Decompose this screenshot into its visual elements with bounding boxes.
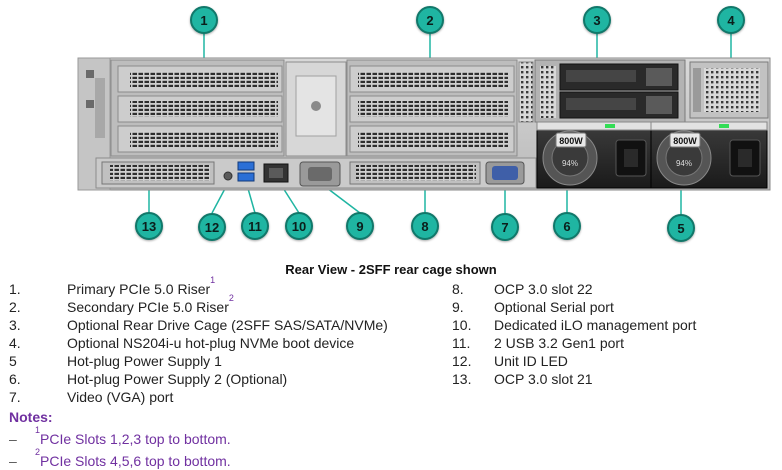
legend-item-label: 2 USB 3.2 Gen1 port (494, 335, 624, 351)
legend-item-number: 3. (9, 317, 21, 333)
legend-item: 4. Optional NS204i-u hot-plug NVMe boot d… (9, 334, 388, 352)
legend-item-label: Primary PCIe 5.0 Riser (67, 281, 211, 297)
callout-12: 12 (198, 213, 226, 241)
notes-title: Notes: (9, 409, 53, 425)
callout-5: 5 (667, 214, 695, 242)
callout-3: 3 (583, 6, 611, 34)
psu-2-efficiency: 94% (562, 159, 578, 168)
legend-item: 3. Optional Rear Drive Cage (2SFF SAS/SAT… (9, 316, 388, 334)
callout-1: 1 (190, 6, 218, 34)
legend-item-number: 6. (9, 371, 21, 387)
legend-item-label: Dedicated iLO management port (494, 317, 697, 333)
footnote-marker: 1 (210, 275, 216, 285)
legend-item: 7. Video (VGA) port (9, 388, 388, 406)
legend-item: 5 Hot-plug Power Supply 1 (9, 352, 388, 370)
legend-item: 11. 2 USB 3.2 Gen1 port (452, 334, 696, 352)
note-text: PCIe Slots 4,5,6 top to bottom. (40, 453, 231, 469)
secondary-riser (346, 59, 518, 157)
usb-port (237, 172, 255, 182)
legend-item-number: 9. (452, 299, 464, 315)
callout-13: 13 (135, 212, 163, 240)
note-text: PCIe Slots 1,2,3 top to bottom. (40, 431, 231, 447)
callout-10: 10 (285, 212, 313, 240)
callout-2: 2 (416, 6, 444, 34)
legend-item-number: 4. (9, 335, 21, 351)
boot-device (689, 61, 769, 119)
legend-item-label: Hot-plug Power Supply 1 (67, 353, 222, 369)
legend-item-label: Hot-plug Power Supply 2 (Optional) (67, 371, 288, 387)
power-supply-1 (650, 121, 768, 189)
figure-caption: Rear View - 2SFF rear cage shown (285, 262, 497, 277)
server-rear-view-diagram: 800W 94% 800W 94% 1 2 3 4 5 6 7 8 9 10 (77, 6, 771, 242)
primary-riser (110, 59, 285, 157)
legend-item: 9. Optional Serial port (452, 298, 696, 316)
callout-7: 7 (491, 213, 519, 241)
power-supply-2 (536, 121, 654, 189)
legend-item-number: 5 (9, 353, 17, 369)
rear-drive-cage (534, 59, 686, 123)
legend-item-label: OCP 3.0 slot 21 (494, 371, 593, 387)
legend-item-label: Secondary PCIe 5.0 Riser (67, 299, 229, 315)
legend-item-number: 8. (452, 281, 464, 297)
usb-port (237, 161, 255, 171)
legend-item: 6. Hot-plug Power Supply 2 (Optional) (9, 370, 388, 388)
legend-item-label: Unit ID LED (494, 353, 568, 369)
note-footnote-marker: 1 (35, 425, 41, 435)
callout-9: 9 (346, 212, 374, 240)
psu-2-wattage: 800W (559, 136, 583, 146)
legend-item-number: 7. (9, 389, 21, 405)
legend-item-number: 13. (452, 371, 472, 387)
uid-led (223, 171, 233, 181)
footnote-marker: 2 (228, 293, 234, 303)
note-dash: – (9, 453, 17, 469)
legend-item-label: Optional Rear Drive Cage (2SFF SAS/SATA/… (67, 317, 388, 333)
note-dash: – (9, 431, 17, 447)
legend-item: 10. Dedicated iLO management port (452, 316, 696, 334)
legend-item-label: Optional Serial port (494, 299, 614, 315)
legend-item-label: Video (VGA) port (67, 389, 174, 405)
legend-item: 13. OCP 3.0 slot 21 (452, 370, 696, 388)
note-footnote-marker: 2 (35, 447, 41, 457)
chassis-illustration: 800W 94% 800W 94% (77, 30, 771, 215)
legend-item-number: 11. (452, 335, 471, 351)
legend-item-number: 12. (452, 353, 472, 369)
callout-6: 6 (553, 212, 581, 240)
callout-8: 8 (411, 212, 439, 240)
legend-item-label: OCP 3.0 slot 22 (494, 281, 593, 297)
psu-1-wattage: 800W (673, 136, 697, 146)
psu-1-efficiency: 94% (676, 159, 692, 168)
callout-11: 11 (241, 212, 269, 240)
legend-item-number: 2. (9, 299, 21, 315)
legend-item: 12. Unit ID LED (452, 352, 696, 370)
legend-item-number: 10. (452, 317, 472, 333)
legend-item-label: Optional NS204i-u hot-plug NVMe boot dev… (67, 335, 355, 351)
legend-item-number: 1. (9, 281, 21, 297)
callout-4: 4 (717, 6, 745, 34)
legend-item: 8. OCP 3.0 slot 22 (452, 280, 696, 298)
